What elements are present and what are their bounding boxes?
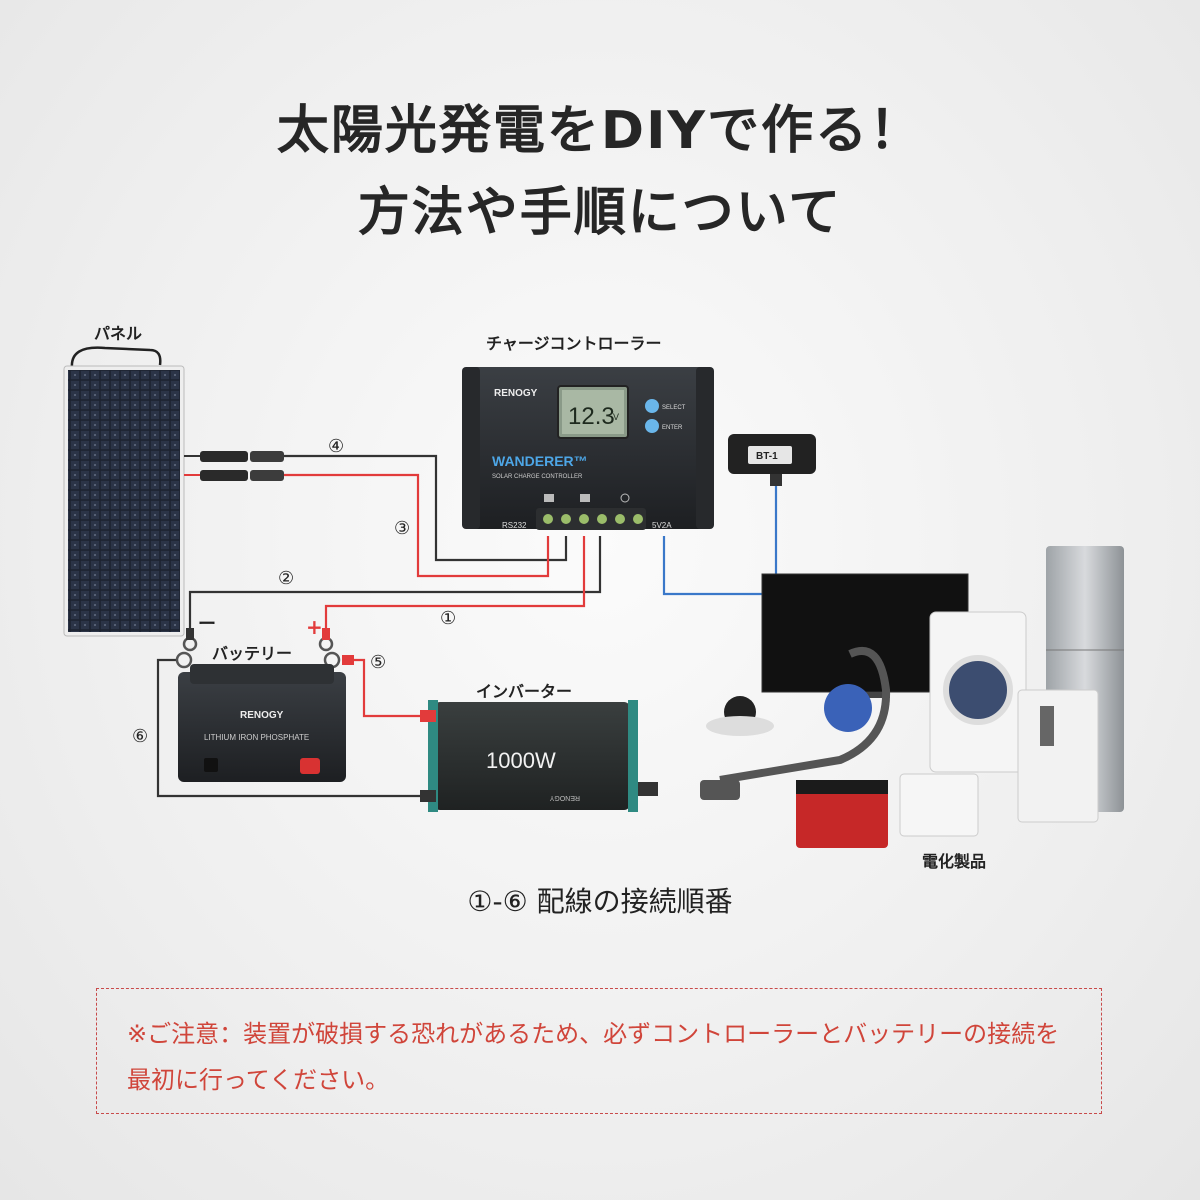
- battery-brand: RENOGY: [240, 710, 284, 721]
- battery-type: LITHIUM IRON PHOSPHATE: [204, 733, 309, 742]
- controller-subtitle: SOLAR CHARGE CONTROLLER: [492, 474, 583, 480]
- notice-text: ※ご注意：装置が破損する恐れがあるため、必ずコントローラーとバッテリーの接続を最…: [127, 1020, 1060, 1094]
- wire-number-3: ③: [394, 518, 411, 539]
- controller-display-value: 12.3: [568, 403, 615, 430]
- inverter-power: 1000W: [486, 748, 556, 773]
- label-controller: チャージコントローラー: [486, 334, 662, 353]
- controller-port-left: RS232: [502, 521, 527, 530]
- bt-module-label: BT-1: [756, 451, 778, 462]
- title-line-2: 方法や手順について: [357, 183, 843, 243]
- bt-module: [728, 434, 816, 486]
- wire-number-6: ⑥: [132, 726, 149, 747]
- wire-number-2: ②: [278, 568, 295, 589]
- appliances: [700, 546, 1124, 848]
- wire-number-1: ①: [440, 608, 457, 629]
- controller-model: WANDERER™: [492, 453, 588, 469]
- wiring-order-caption: ①-⑥ 配線の接続順番: [467, 885, 733, 918]
- inverter-brand: RENOGY: [549, 794, 580, 801]
- battery: [178, 664, 346, 782]
- label-appliances: 電化製品: [922, 852, 987, 871]
- positive-sign: +: [306, 615, 323, 639]
- charge-controller: [462, 367, 714, 530]
- panel-connectors: [184, 451, 284, 481]
- inverter: [420, 700, 658, 812]
- battery-terminals: [175, 628, 354, 669]
- negative-sign: ー: [198, 614, 216, 635]
- wires: [156, 454, 778, 798]
- controller-port-right: 5V2A: [652, 521, 672, 530]
- wire-number-4: ④: [328, 436, 345, 457]
- wire-number-5: ⑤: [370, 652, 387, 673]
- controller-select-label: SELECT: [662, 405, 686, 411]
- solar-panel: [63, 346, 185, 637]
- label-battery: バッテリー: [212, 644, 293, 663]
- notice-box: ※ご注意：装置が破損する恐れがあるため、必ずコントローラーとバッテリーの接続を最…: [96, 988, 1102, 1114]
- controller-display-unit: V: [613, 412, 619, 422]
- controller-enter-label: ENTER: [662, 425, 683, 431]
- controller-brand: RENOGY: [494, 388, 538, 399]
- label-panel: パネル: [94, 324, 143, 343]
- title-line-1: 太陽光発電をDIYで作る！: [276, 101, 924, 161]
- label-inverter: インバーター: [476, 682, 573, 701]
